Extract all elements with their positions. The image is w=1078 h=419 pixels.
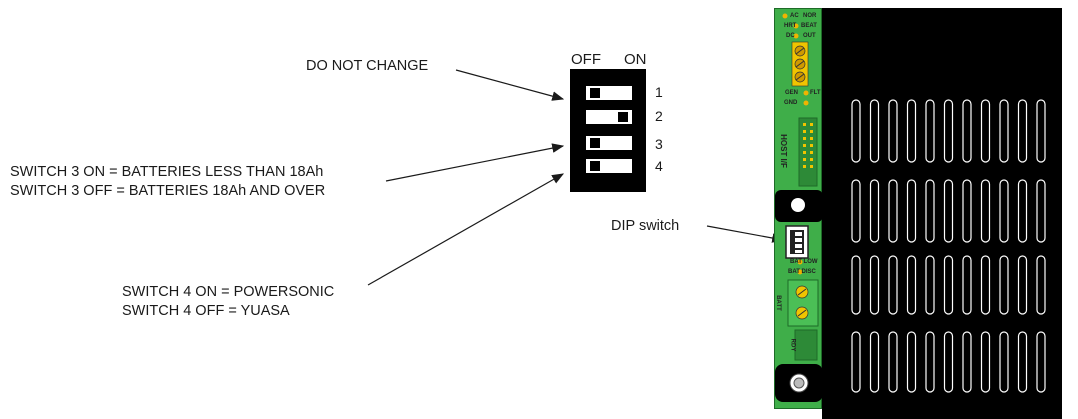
heatsink-slot (925, 255, 935, 315)
dip-switch-2-knob (618, 112, 628, 122)
heatsink-slot (888, 99, 898, 163)
host-connector (798, 117, 818, 187)
heatsink-slot (999, 179, 1009, 243)
dip-switch-label: DIP switch (611, 218, 680, 234)
pcb-label-bat-dis: BAT DISC (788, 269, 816, 275)
dip-switch-3-number: 3 (655, 136, 663, 152)
pcb-label-gnd: GND (784, 100, 798, 106)
heatsink-slot (962, 179, 972, 243)
heatsink-slot (869, 179, 880, 243)
dip-switch-4-knob (590, 161, 600, 171)
heatsink-slot (1017, 255, 1028, 315)
heatsink-slot (906, 179, 917, 243)
heatsink-slot (999, 99, 1009, 163)
heatsink-slot (925, 99, 935, 163)
pcb-label-beat: BEAT (801, 23, 817, 29)
heatsink-slot (962, 331, 972, 393)
dip-switch-2-number: 2 (655, 108, 663, 124)
heatsink-slot (851, 99, 861, 163)
heatsink-slot (980, 255, 991, 315)
pcb-label-bat-low: BAT LOW (790, 259, 818, 265)
heatsink-slot (888, 255, 898, 315)
heatsink-slot (906, 99, 917, 163)
dip-switch-3-knob (590, 138, 600, 148)
heatsink-slot (869, 255, 880, 315)
dip-switch-2 (586, 110, 632, 124)
dip-header-on: ON (624, 51, 647, 68)
arrow-switch4 (367, 173, 565, 286)
terminal-block (791, 41, 809, 87)
heatsink-slot (851, 179, 861, 243)
pcb-label-flt: FLT (810, 90, 821, 96)
pcb-label-out: OUT (803, 33, 816, 39)
pcb-label-rdy: RDY (789, 338, 796, 352)
pcb-label-dc: DC (786, 33, 795, 39)
pcb-label-ac: AC (790, 13, 799, 19)
heatsink-slot (906, 331, 917, 393)
rdy-connector (794, 329, 818, 361)
heatsink-slot (869, 99, 880, 163)
heatsink-slot (980, 331, 991, 393)
led-icon (793, 23, 799, 29)
heatsink-slot (1036, 331, 1046, 393)
heatsink-slot (999, 255, 1009, 315)
heatsink-slot (980, 99, 991, 163)
pcb-label-batt: BATT (774, 295, 781, 311)
heatsink-slot (851, 255, 861, 315)
heatsink-slot (1017, 179, 1028, 243)
dip-switch-4-number: 4 (655, 158, 663, 174)
arrow-switch3 (385, 143, 565, 182)
pcb-label-gen: GEN (785, 90, 799, 96)
pcb-label-host: HOST I/F (778, 134, 788, 168)
led-icon (782, 13, 788, 19)
led-icon (793, 33, 799, 39)
heatsink-slot (943, 99, 954, 163)
heatsink-slot (851, 331, 861, 393)
switch3-on-label: SWITCH 3 ON = BATTERIES LESS THAN 18Ah (10, 164, 324, 180)
arrow-do-not-change (455, 69, 565, 101)
dip-switch-1-knob (590, 88, 600, 98)
heatsink-slot (925, 179, 935, 243)
led-icon (803, 90, 809, 96)
dip-switch-4 (586, 159, 632, 173)
heatsink-slot (1017, 331, 1028, 393)
dip-switch-1-number: 1 (655, 84, 663, 100)
heatsink-slot (1017, 99, 1028, 163)
do-not-change-label: DO NOT CHANGE (306, 58, 429, 74)
switch3-off-label: SWITCH 3 OFF = BATTERIES 18Ah AND OVER (10, 183, 326, 199)
heatsink-slot (1036, 179, 1046, 243)
dip-header-off: OFF (571, 51, 601, 68)
led-icon (797, 259, 803, 265)
arrow-dip-switch (706, 225, 785, 243)
heatsink-slot (962, 99, 972, 163)
heatsink (822, 8, 1062, 419)
led-icon (797, 269, 803, 275)
heatsink-slot (980, 179, 991, 243)
led-icon (803, 100, 809, 106)
dip-switch-3 (586, 136, 632, 150)
switch4-on-label: SWITCH 4 ON = POWERSONIC (122, 284, 335, 300)
heatsink-slot (943, 331, 954, 393)
heatsink-slot (888, 179, 898, 243)
pcb-label-nor: NOR (803, 13, 817, 19)
mount-hole-icon (791, 198, 805, 212)
heatsink-slot (999, 331, 1009, 393)
dip-switch-1 (586, 86, 632, 100)
heatsink-slot (1036, 99, 1046, 163)
pcb-label-hrt: HRT (784, 23, 797, 29)
dip-switch-body (570, 69, 646, 192)
heatsink-slot (888, 331, 898, 393)
heatsink-slot (869, 331, 880, 393)
heatsink-slot (962, 255, 972, 315)
heatsink-slot (1036, 255, 1046, 315)
heatsink-slot (906, 255, 917, 315)
heatsink-slot (943, 255, 954, 315)
switch4-off-label: SWITCH 4 OFF = YUASA (122, 303, 290, 319)
heatsink-slot (925, 331, 935, 393)
heatsink-slot (943, 179, 954, 243)
